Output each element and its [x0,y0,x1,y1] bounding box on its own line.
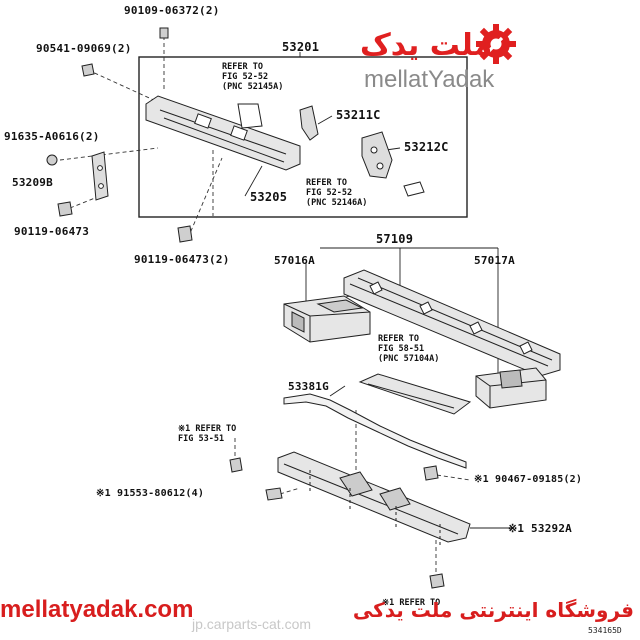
lower-support-53292a [277,451,471,546]
bolt [177,225,193,243]
assembly-frame [138,56,468,218]
seal-53381g [283,393,467,469]
part-label-53205[interactable]: 53205 [250,190,288,204]
part-label-53212c[interactable]: 53212C [404,140,449,154]
part-label-53209b[interactable]: 53209B [12,176,53,189]
bumper-reinforcement-57109 [343,269,561,377]
part-label-53201[interactable]: 53201 [282,40,320,54]
site-url[interactable]: mellatyadak.com [0,596,194,623]
watermark-text: jp.carparts-cat.com [192,616,312,632]
part-label-90119-06473[interactable]: 90119-06473 [14,225,90,238]
part-label-57017a[interactable]: 57017A [474,254,515,267]
part-label-91553-80612[interactable]: ※1 91553-80612(4) [96,488,205,499]
nut [81,63,95,77]
part-label-91635-a0616[interactable]: 91635-A0616(2) [4,130,100,143]
bolt [265,487,283,501]
upper-support-bracket [145,95,301,171]
shop-name-fa: فروشگاه اینترنتی ملت یدکی [352,598,634,622]
bolt [229,457,243,473]
part-label-53292a[interactable]: ※1 53292A [508,522,572,535]
bolt [429,573,445,589]
bolt [57,201,73,217]
nut [46,154,58,166]
refer-note-bottom: ※1 REFER TO [382,598,441,608]
energy-absorber-57016a [283,295,371,343]
part-label-90541-09069[interactable]: 90541-09069(2) [36,42,132,55]
bracket-57104a [358,373,472,415]
gear-icon [476,24,516,64]
brand-name-en: mellatYadak [364,66,495,93]
bolt [159,27,169,39]
part-label-90109-06372[interactable]: 90109-06372(2) [124,4,220,17]
part-label-53381g[interactable]: 53381G [288,380,329,393]
figure-id: 534165D [588,626,622,635]
part-label-90119-06473-2[interactable]: 90119-06473(2) [134,253,230,266]
energy-absorber-57017a [475,367,547,409]
side-bracket-53209b [91,151,109,201]
nut [423,465,439,481]
brand-name-fa: ملت یدک [360,28,493,63]
part-label-57016a[interactable]: 57016A [274,254,315,267]
part-label-57109[interactable]: 57109 [376,232,414,246]
part-label-53211c[interactable]: 53211C [336,108,381,122]
part-label-90467-09185[interactable]: ※1 90467-09185(2) [474,474,583,485]
